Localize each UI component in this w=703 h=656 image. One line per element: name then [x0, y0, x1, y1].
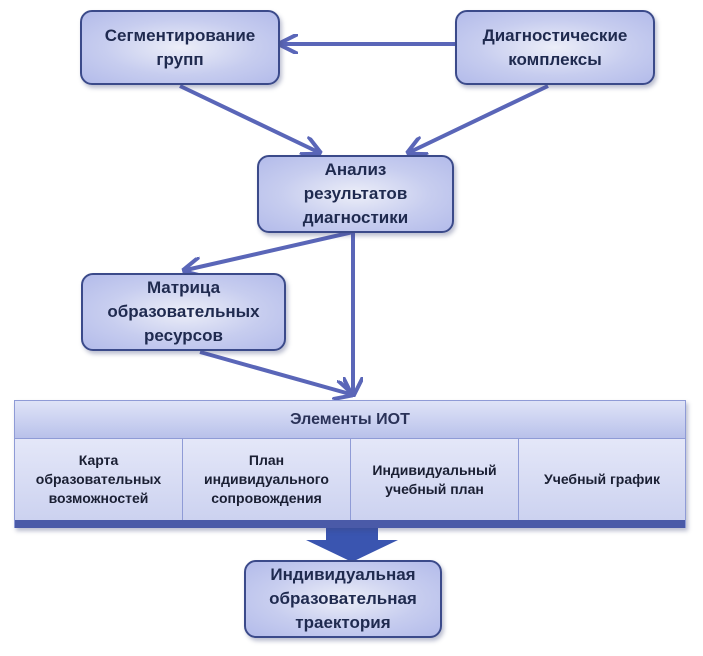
iot-elements-table: Элементы ИОТ Карта образовательных возмо…	[14, 400, 686, 528]
node-segmentation-label: Сегментирование групп	[104, 25, 256, 69]
iot-cell-label: Учебный график	[543, 471, 661, 487]
node-trajectory: Индивидуальная образовательная траектори…	[244, 560, 442, 638]
iot-cell-label: План индивидуального сопровождения	[204, 452, 329, 506]
node-diagnostic-complexes: Диагностические комплексы	[455, 10, 655, 85]
iot-table-header: Элементы ИОТ	[15, 401, 685, 439]
iot-cell-support-plan: План индивидуального сопровождения	[183, 439, 351, 520]
arrow-analysis-to-matrix	[186, 230, 354, 270]
iot-table-row: Карта образовательных возможностей План …	[15, 439, 685, 520]
node-analysis-label: Анализ результатов диагностики	[302, 160, 409, 227]
iot-cell-label: Индивидуальный учебный план	[372, 461, 497, 497]
iot-table-title: Элементы ИОТ	[290, 410, 410, 428]
node-diagnostic-complexes-label: Диагностические комплексы	[482, 25, 628, 69]
arrow-matrix-to-table	[199, 350, 350, 394]
arrow-diagnostics-to-analysis	[410, 84, 549, 152]
node-segmentation: Сегментирование групп	[80, 10, 280, 85]
iot-cell-schedule: Учебный график	[519, 439, 685, 520]
iot-cell-individual-plan: Индивидуальный учебный план	[351, 439, 519, 520]
iot-cell-label: Карта образовательных возможностей	[35, 452, 162, 506]
iot-cell-opportunity-map: Карта образовательных возможностей	[15, 439, 183, 520]
node-matrix-label: Матрица образовательных ресурсов	[107, 278, 260, 345]
block-arrow-down	[306, 528, 398, 562]
iot-table-bottom-bar	[15, 520, 685, 528]
node-trajectory-label: Индивидуальная образовательная траектори…	[269, 565, 417, 632]
node-analysis: Анализ результатов диагностики	[257, 155, 454, 233]
arrow-segmentation-to-analysis	[179, 84, 318, 152]
node-matrix: Матрица образовательных ресурсов	[81, 273, 286, 351]
